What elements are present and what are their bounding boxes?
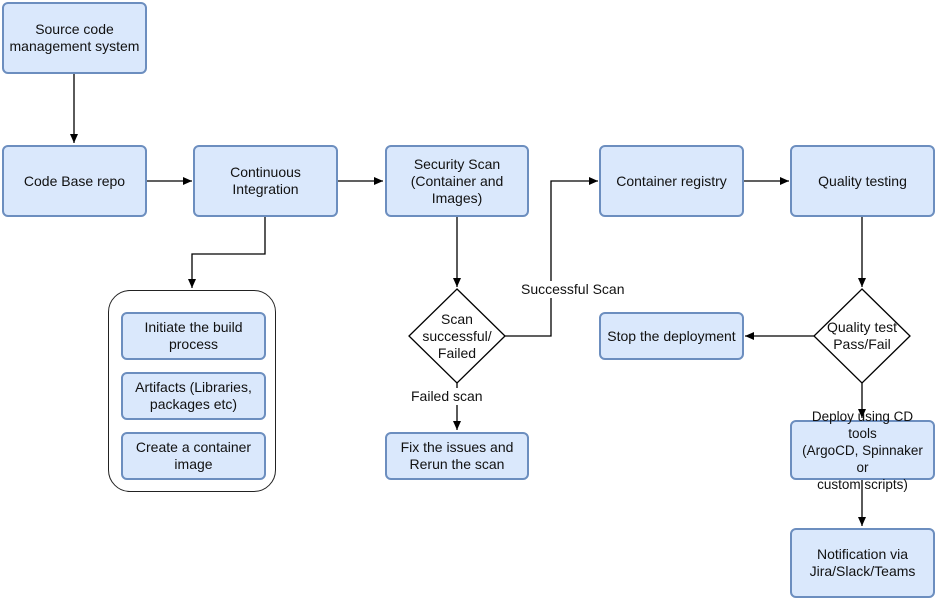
scan-decision-diamond — [408, 288, 506, 384]
quality-decision-diamond — [813, 288, 911, 384]
node-code-base-repo[interactable]: Code Base repo — [2, 145, 147, 217]
node-deploy-cd[interactable]: Deploy using CD tools (ArgoCD, Spinnaker… — [790, 409, 935, 492]
edge-label-failed-scan: Failed scan — [411, 388, 483, 405]
edge-ci-to-build-group — [188, 217, 266, 288]
node-container-registry[interactable]: Container registry — [599, 145, 744, 217]
quality-decision-label: Quality test Pass/Fail — [826, 319, 898, 352]
node-stop-deployment[interactable]: Stop the deployment — [599, 312, 744, 360]
edge-label-successful-scan: Successful Scan — [521, 281, 625, 298]
node-create-container-image[interactable]: Create a container image — [121, 432, 266, 480]
node-fix-issues[interactable]: Fix the issues and Rerun the scan — [385, 432, 529, 480]
node-continuous-integration[interactable]: Continuous Integration — [193, 145, 338, 217]
node-notification[interactable]: Notification via Jira/Slack/Teams — [790, 528, 935, 598]
node-quality-testing[interactable]: Quality testing — [790, 145, 935, 217]
node-artifacts[interactable]: Artifacts (Libraries, packages etc) — [121, 372, 266, 420]
edge-scan-success-to-registry — [505, 177, 598, 337]
node-security-scan[interactable]: Security Scan (Container and Images) — [385, 145, 529, 217]
scan-decision-label: Scan successful/ Failed — [422, 310, 492, 361]
node-initiate-build[interactable]: Initiate the build process — [121, 312, 266, 360]
node-source-code[interactable]: Source code management system — [2, 2, 147, 74]
